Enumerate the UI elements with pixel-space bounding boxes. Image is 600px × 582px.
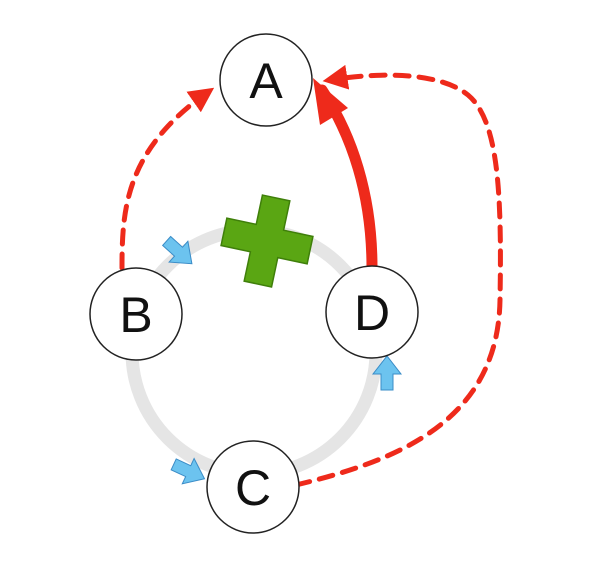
green-cross-icon (220, 194, 314, 288)
edge-d-to-a-head (313, 78, 348, 125)
blue-arrow-icon (371, 355, 403, 391)
node-b[interactable]: B (89, 267, 183, 361)
node-b-label: B (119, 287, 152, 343)
node-d-label: D (354, 285, 390, 341)
blue-arrow-icon (161, 235, 193, 265)
node-c[interactable]: C (206, 440, 300, 534)
edge-c-to-a (293, 64, 503, 488)
edge-b-to-a (119, 87, 215, 271)
node-a-label: A (249, 53, 283, 109)
blue-arrow-icon (170, 457, 206, 485)
node-c-label: C (235, 460, 271, 516)
node-d[interactable]: D (325, 265, 419, 359)
node-a[interactable]: A (219, 33, 313, 127)
